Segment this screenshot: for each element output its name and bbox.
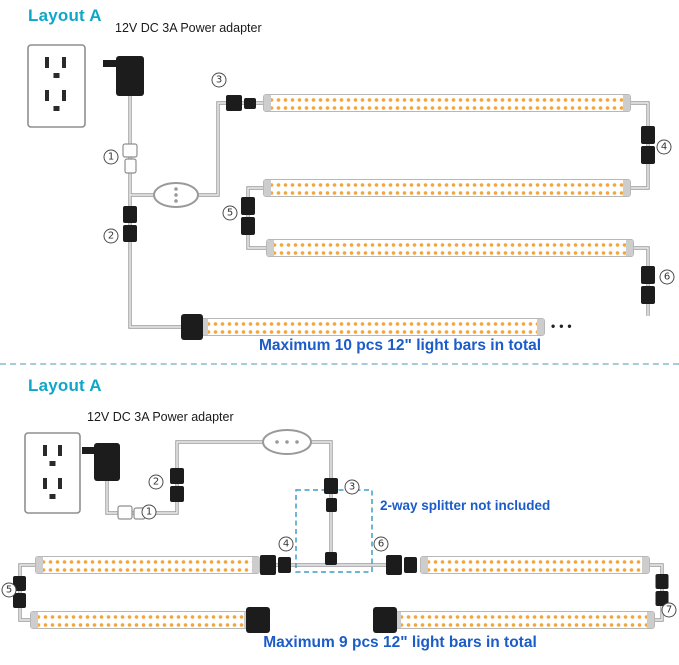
- wires: [18, 440, 664, 622]
- connector-6: [641, 266, 655, 304]
- panel-title: Layout A: [28, 376, 102, 395]
- step-marker-4: 4: [656, 139, 672, 155]
- step-marker-1: 1: [141, 504, 157, 520]
- step-marker-6: 6: [373, 536, 389, 552]
- section-divider: [0, 363, 679, 365]
- continuation-dots: •••: [551, 319, 576, 333]
- wires-highlight: [129, 95, 649, 328]
- connector-2: [170, 468, 184, 502]
- power-adapter-icon: [103, 56, 144, 96]
- power-adapter-label: 12V DC 3A Power adapter: [115, 21, 262, 35]
- wires-highlight: [19, 441, 663, 621]
- dc-connector-1: [122, 143, 138, 174]
- light-bar-top-left: [35, 556, 260, 574]
- step-marker-5: 5: [1, 582, 17, 598]
- connector-7: [655, 574, 669, 606]
- connector-4: [641, 126, 655, 164]
- light-bar-4: [200, 318, 545, 336]
- wall-outlet-icon: [24, 432, 81, 514]
- power-adapter-icon: [82, 443, 120, 481]
- light-bar-3: [266, 239, 634, 257]
- light-bar-2: [263, 179, 631, 197]
- wires: [128, 94, 650, 329]
- light-bar-bottom-right: [393, 611, 655, 629]
- connector-3: [226, 95, 256, 111]
- wall-outlet-icon: [27, 44, 86, 128]
- light-bar-1: [263, 94, 631, 112]
- step-marker-3: 3: [211, 72, 227, 88]
- step-marker-1: 1: [103, 149, 119, 165]
- layout-a-splitter-diagram: Layout A 12V DC 3A Power adapter 2-way s…: [0, 370, 679, 665]
- panel-title: Layout A: [28, 6, 102, 25]
- max-bars-caption: Maximum 9 pcs 12" light bars in total: [263, 634, 537, 651]
- light-bar-bottom-left: [30, 611, 252, 629]
- step-marker-6: 6: [659, 269, 675, 285]
- step-marker-7: 7: [661, 602, 677, 618]
- connector-4: [260, 555, 291, 575]
- connector-5: [241, 197, 255, 235]
- power-adapter-label: 12V DC 3A Power adapter: [87, 410, 234, 424]
- step-marker-3: 3: [344, 479, 360, 495]
- splitter-highlight-box: [295, 489, 373, 573]
- dimmer-switch-icon: [262, 429, 312, 455]
- connector-6: [386, 555, 417, 575]
- layout-a-serial-diagram: Layout A 12V DC 3A Power adapter: [27, 6, 675, 354]
- connector-2: [123, 206, 137, 242]
- connector-3: [324, 478, 338, 565]
- step-marker-4: 4: [278, 536, 294, 552]
- step-marker-2: 2: [148, 474, 164, 490]
- step-marker-5: 5: [222, 205, 238, 221]
- max-bars-caption: Maximum 10 pcs 12" light bars in total: [258, 337, 542, 354]
- splitter-note: 2-way splitter not included: [380, 498, 551, 513]
- step-marker-2: 2: [103, 228, 119, 244]
- dimmer-switch-icon: [153, 182, 199, 208]
- light-bar-top-right: [420, 556, 650, 574]
